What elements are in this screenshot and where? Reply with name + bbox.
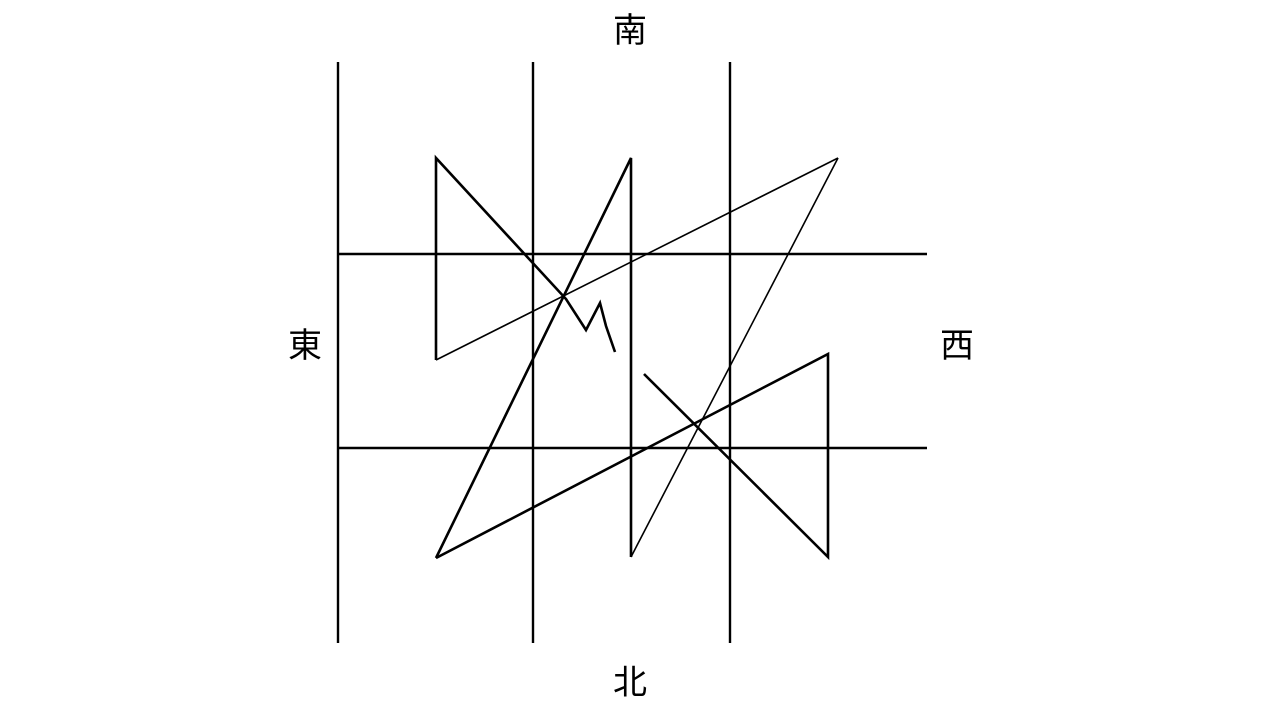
path-segment-lower-diagonal: [435, 351, 830, 561]
path-segment-diagonal-upper: [435, 157, 839, 361]
path-segment-diagonal-lower: [630, 157, 839, 558]
direction-label-east: 東: [288, 326, 322, 366]
direction-label-west: 西: [940, 326, 974, 366]
grid: [336, 62, 927, 643]
direction-label-north: 北: [613, 663, 647, 703]
step-path: [434, 154, 839, 561]
direction-label-south: 南: [613, 11, 647, 51]
path-segment-left-loop: [434, 154, 617, 360]
path-segment-center-spike: [434, 157, 633, 559]
